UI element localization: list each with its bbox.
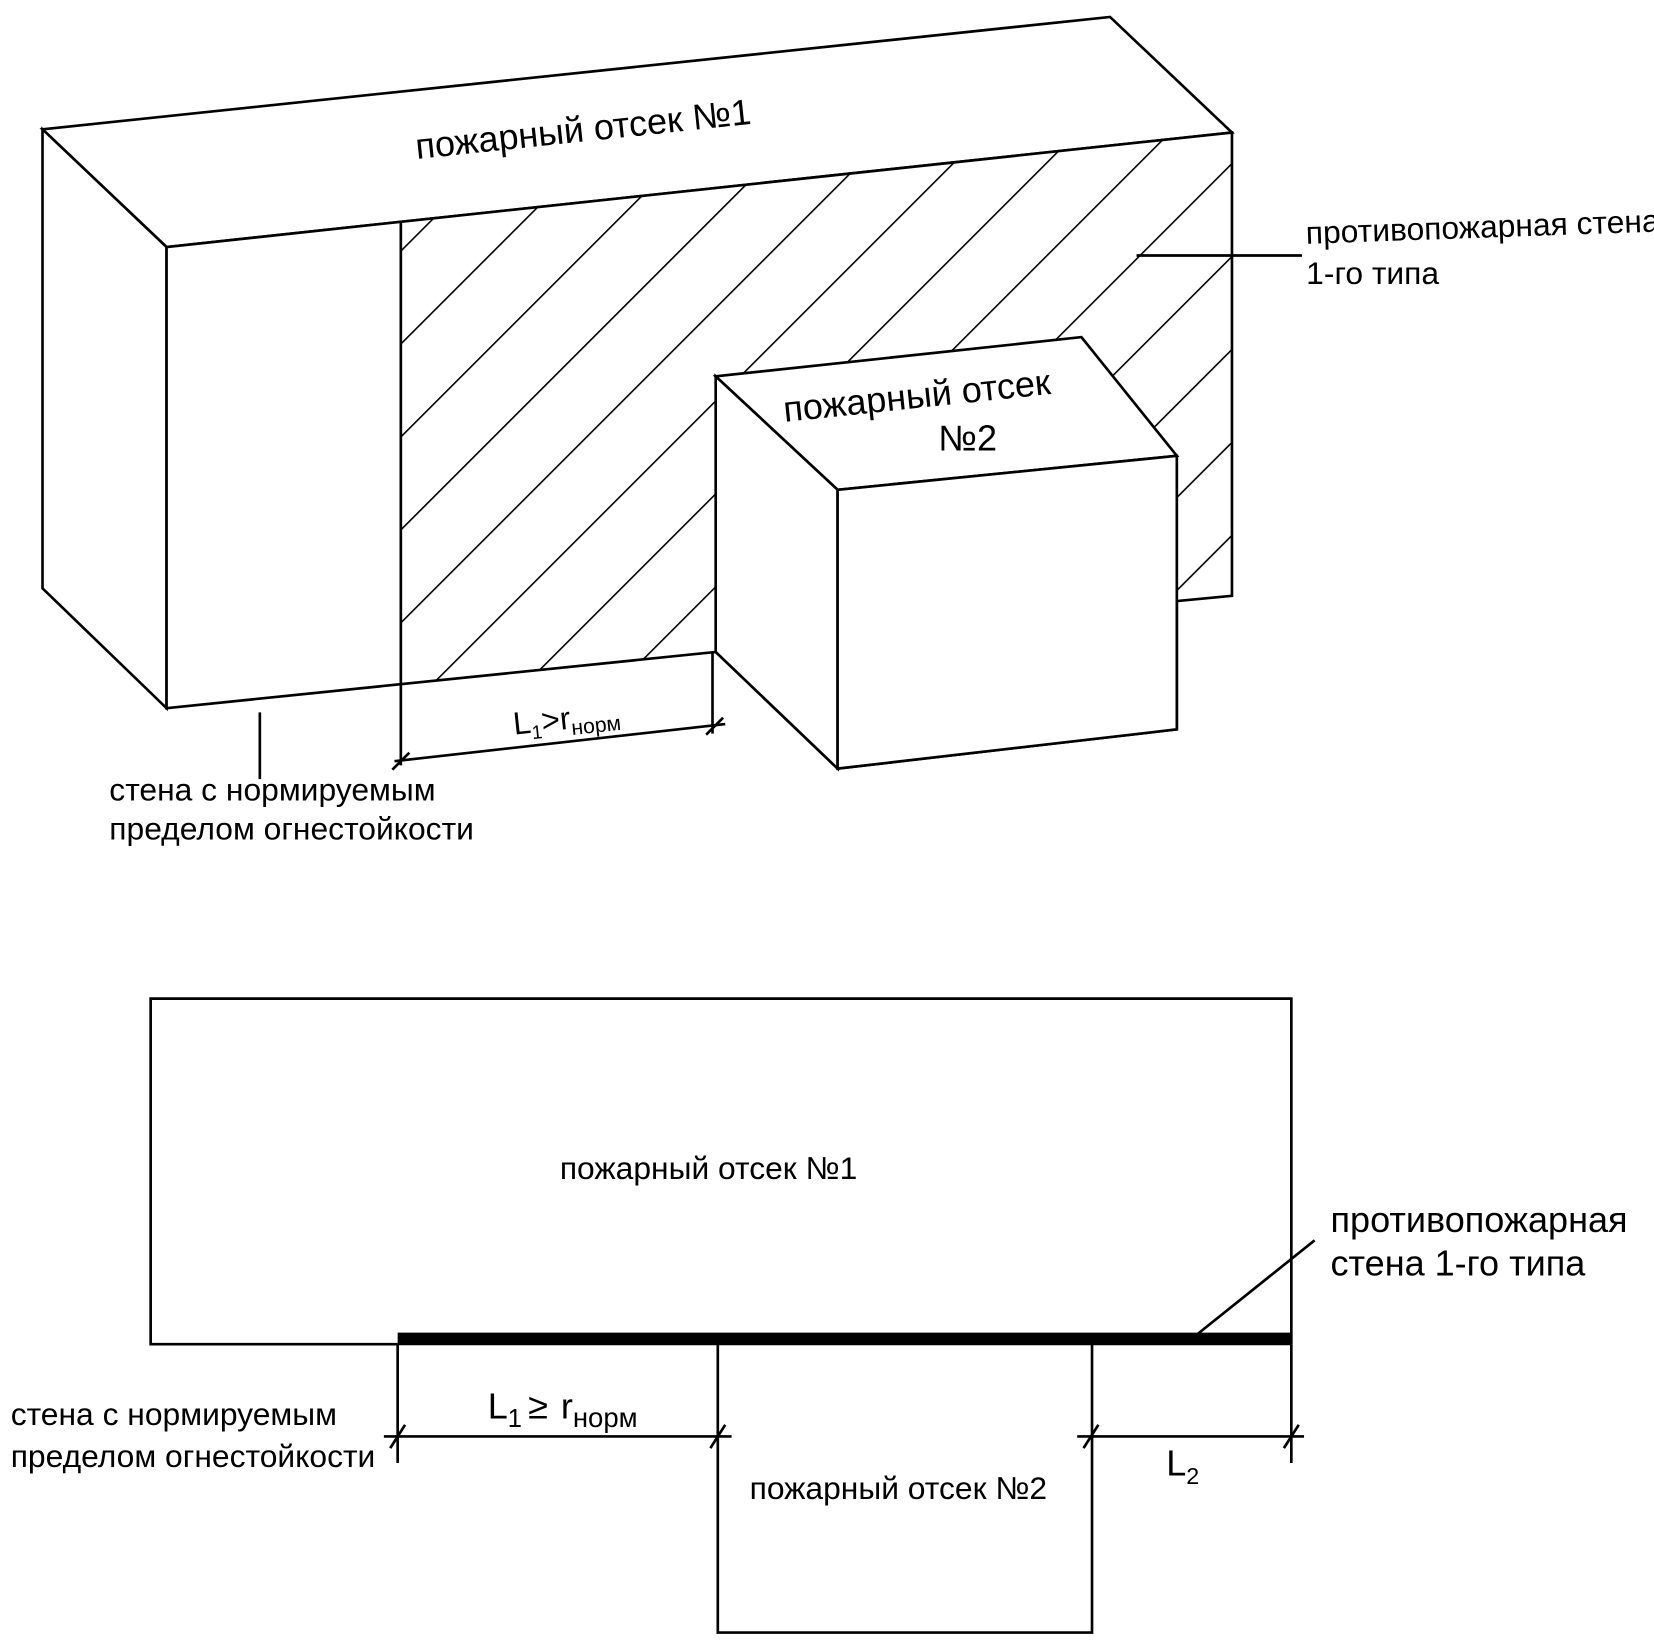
dimension-tick: [389, 1424, 407, 1449]
wall-label-line1: стена с нормируемым: [11, 1396, 337, 1432]
isometric-view: пожарный отсек №1 пожарный отсек №2 прот…: [39, 15, 1654, 847]
dimension-line-l1: [394, 722, 726, 763]
dimension-tick: [1082, 1424, 1100, 1449]
compartment1-label: пожарный отсек №1: [560, 1150, 858, 1186]
compartment2-label-line2: №2: [938, 418, 997, 459]
dimension-tick: [709, 1424, 727, 1449]
plan-view: пожарный отсек №1 пожарный отсек №2 прот…: [11, 997, 1628, 1634]
compartment1-outline: [149, 997, 1293, 1346]
wall-label-line2: пределом огнестойкости: [11, 1438, 376, 1474]
wall-label-line2: пределом огнестойкости: [109, 811, 474, 847]
dimension-tick: [391, 751, 411, 771]
compartment2-label: пожарный отсек №2: [750, 1470, 1048, 1506]
dimension-label-l2: L2: [1166, 1443, 1199, 1489]
firewall-hatched-area: [400, 132, 1232, 684]
dimension-tick: [705, 716, 725, 736]
compartment2-outline: [716, 1344, 1094, 1634]
firewall-label-line2: 1-го типа: [1306, 255, 1439, 291]
dimension-label-l1: L1>rнорм: [511, 695, 622, 746]
firewall-leader-line: [1197, 1239, 1316, 1335]
firewall-label-line2: стена 1-го типа: [1331, 1242, 1587, 1283]
dimension-tick: [1282, 1424, 1300, 1449]
dimension-label-l1: L1≥rнорм: [488, 1385, 638, 1432]
firewall-label-line1: противопожарная: [1331, 1199, 1628, 1240]
compartment2-front-face: [836, 454, 1179, 771]
firewall-label-line1: противопожарная стена: [1305, 202, 1654, 250]
wall-label-line1: стена с нормируемым: [109, 771, 435, 807]
